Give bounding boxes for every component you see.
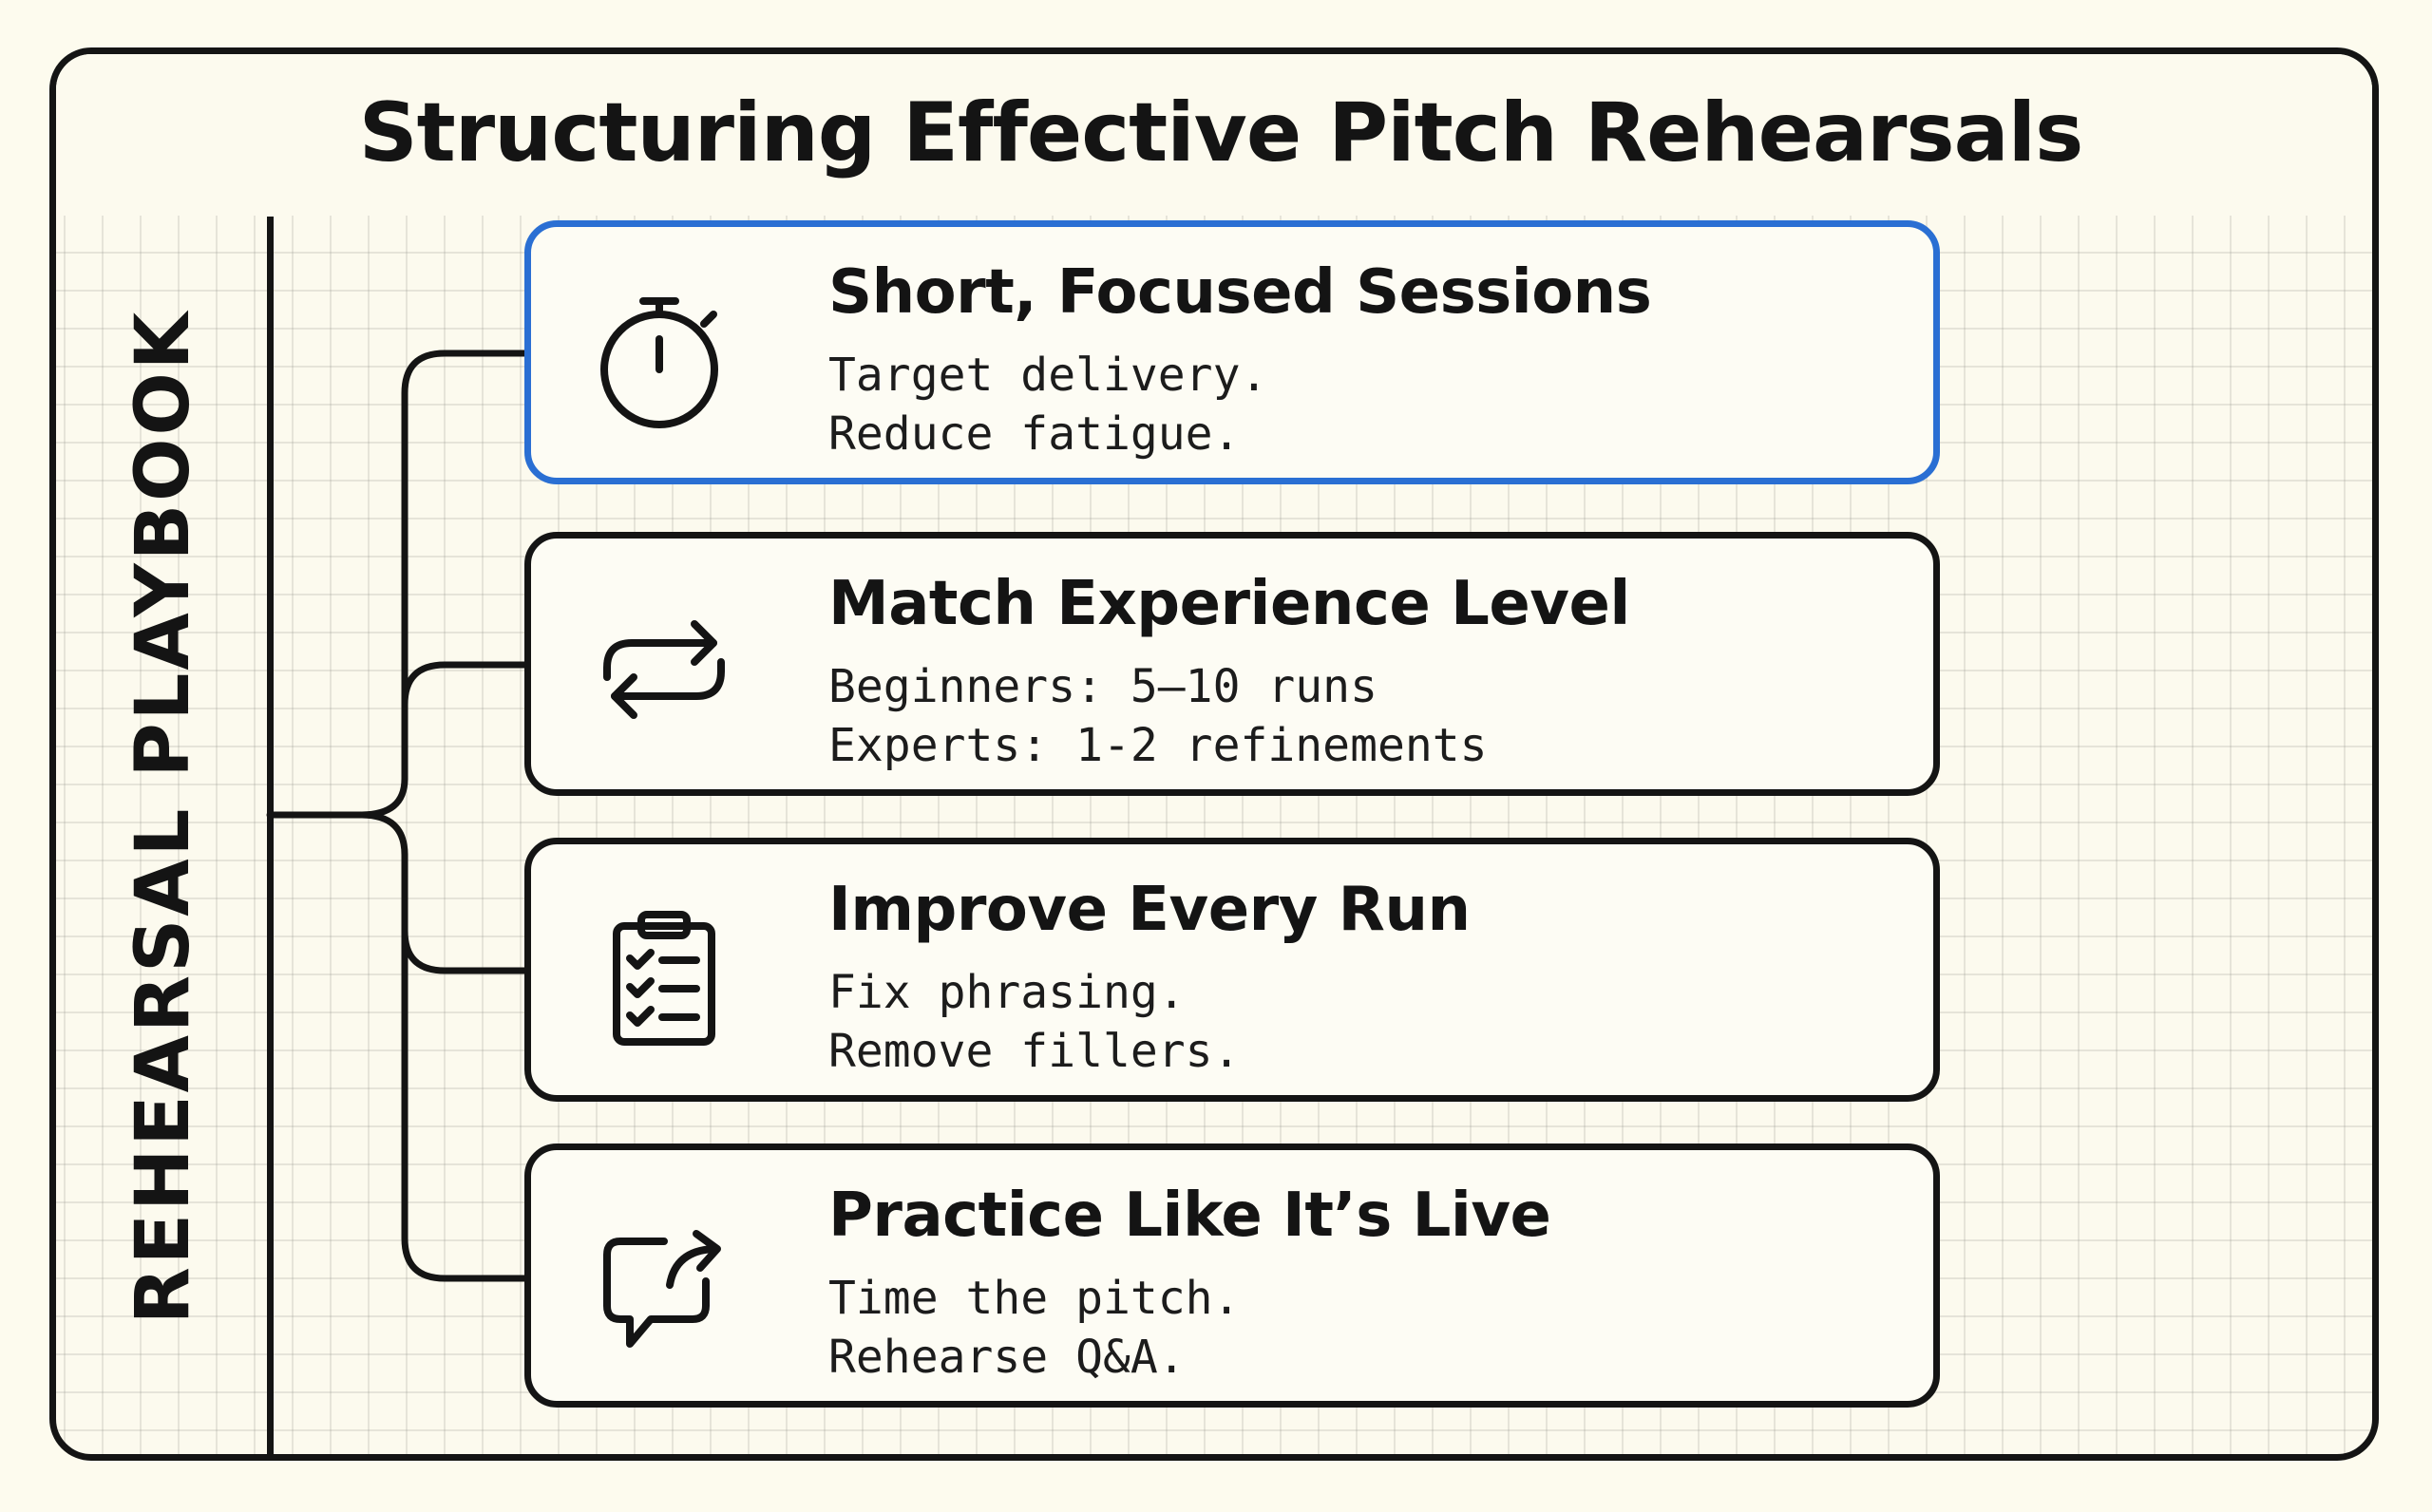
card-detail-1: Target delivery. xyxy=(828,349,1268,402)
checklist-clipboard-icon xyxy=(588,899,740,1051)
repeat-arrows-icon xyxy=(588,594,740,746)
card-detail-2: Rehearse Q&A. xyxy=(828,1331,1186,1384)
card-detail-2: Experts: 1-2 refinements xyxy=(828,719,1488,772)
stopwatch-icon xyxy=(588,282,740,434)
card-practice-like-its-live[interactable]: Practice Like It’s Live Time the pitch. … xyxy=(524,1143,1940,1408)
card-detail-2: Reduce fatigue. xyxy=(828,407,1241,461)
card-match-experience-level[interactable]: Match Experience Level Beginners: 5–10 r… xyxy=(524,532,1940,796)
side-divider-line xyxy=(267,217,274,1461)
card-detail-1: Time the pitch. xyxy=(828,1272,1241,1325)
card-detail-2: Remove fillers. xyxy=(828,1025,1241,1078)
card-title: Improve Every Run xyxy=(828,875,1471,945)
card-title: Match Experience Level xyxy=(828,569,1630,639)
card-title: Short, Focused Sessions xyxy=(828,257,1652,328)
side-label: REHEARSAL PLAYBOOK xyxy=(121,309,206,1325)
card-short-focused-sessions[interactable]: Short, Focused Sessions Target delivery.… xyxy=(524,220,1940,484)
card-improve-every-run[interactable]: Improve Every Run Fix phrasing. Remove f… xyxy=(524,838,1940,1102)
card-detail-1: Beginners: 5–10 runs xyxy=(828,660,1378,713)
title-band xyxy=(56,54,2372,216)
card-detail-1: Fix phrasing. xyxy=(828,966,1186,1019)
speech-bubble-share-icon xyxy=(588,1205,740,1357)
diagram-title: Structuring Effective Pitch Rehearsals xyxy=(358,85,2084,180)
card-title: Practice Like It’s Live xyxy=(828,1181,1551,1251)
